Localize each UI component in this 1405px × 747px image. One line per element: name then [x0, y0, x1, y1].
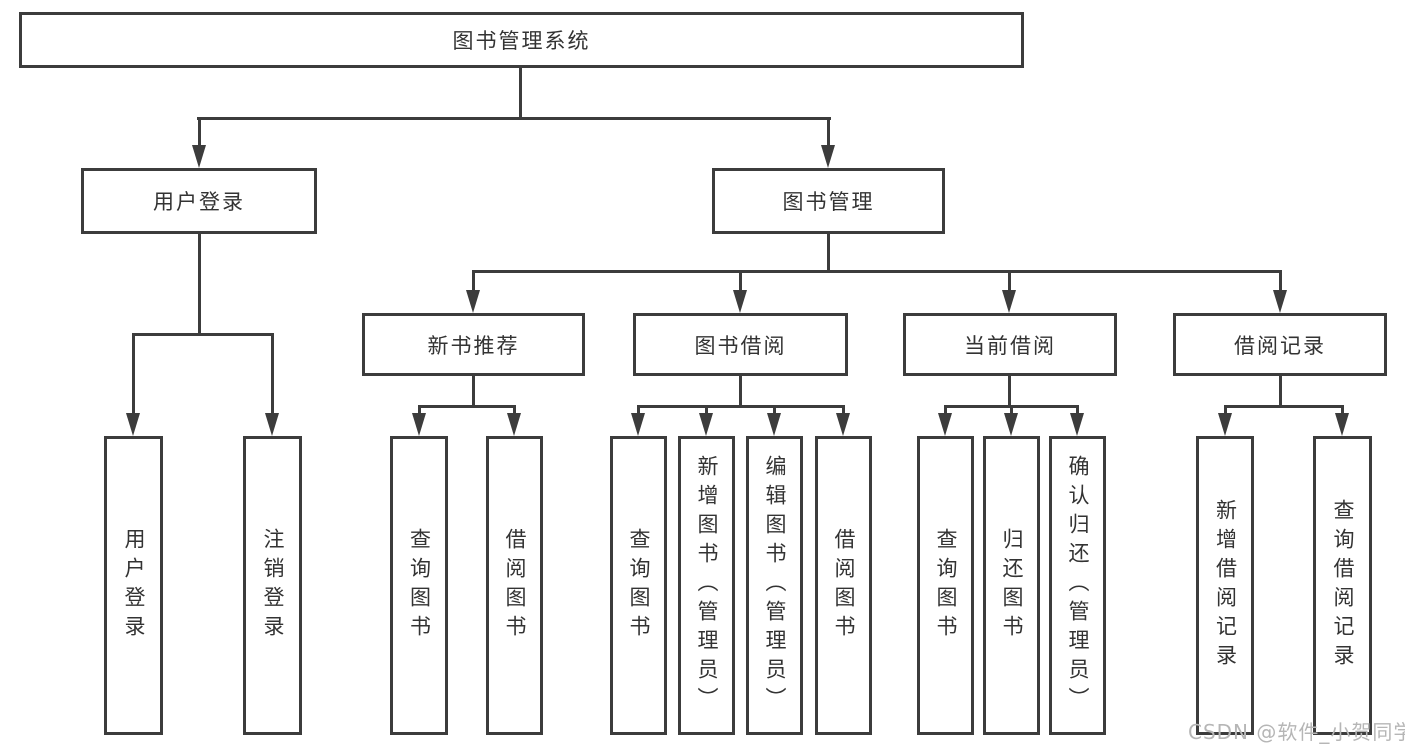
- connector-line: [637, 405, 640, 417]
- node-borrow-record: 借阅记录: [1173, 313, 1387, 376]
- leaf-add-borrow-record-label: 新增借阅记录: [1213, 498, 1238, 673]
- arrow-down-icon: [1335, 413, 1349, 436]
- node-current-borrow: 当前借阅: [903, 313, 1117, 376]
- leaf-query-book-borrow-label: 查询图书: [627, 527, 651, 644]
- leaf-user-login-label: 用户登录: [122, 527, 146, 644]
- arrow-down-icon: [412, 413, 426, 436]
- leaf-query-borrow-record-label: 查询借阅记录: [1331, 498, 1355, 673]
- node-user-login-label: 用户登录: [153, 190, 245, 214]
- node-root-label: 图书管理系统: [452, 29, 591, 53]
- leaf-query-book-current: 查询图书: [917, 436, 974, 735]
- connector-line: [519, 68, 522, 117]
- connector-line: [1010, 405, 1013, 417]
- leaf-query-book-recommend-label: 查询图书: [407, 527, 432, 644]
- connector-line: [1279, 270, 1282, 292]
- connector-line: [944, 405, 947, 417]
- connector-line: [472, 376, 475, 405]
- leaf-borrow-book-recommend: 借阅图书: [486, 436, 543, 735]
- connector-line: [472, 270, 475, 292]
- arrow-down-icon: [631, 413, 645, 436]
- node-new-book-recommend-label: 新书推荐: [427, 333, 520, 358]
- connector-line: [1279, 376, 1282, 405]
- leaf-user-login: 用户登录: [104, 436, 163, 735]
- connector-line: [418, 405, 421, 417]
- connector-line: [827, 234, 830, 270]
- connector-line: [513, 405, 516, 417]
- node-book-management: 图书管理: [712, 168, 945, 234]
- leaf-return-book: 归还图书: [983, 436, 1040, 735]
- node-borrow-record-label: 借阅记录: [1234, 333, 1326, 358]
- leaf-confirm-return-admin: 确认归还（管理员）: [1049, 436, 1106, 735]
- connector-line: [198, 117, 201, 147]
- node-book-management-label: 图书管理: [782, 190, 875, 214]
- leaf-logout: 注销登录: [243, 436, 302, 735]
- connector-line: [1224, 405, 1227, 417]
- leaf-edit-book-admin: 编辑图书（管理员）: [746, 436, 803, 735]
- arrow-down-icon: [265, 413, 279, 436]
- node-new-book-recommend: 新书推荐: [362, 313, 585, 376]
- connector-line: [271, 333, 274, 415]
- connector-line: [739, 270, 742, 292]
- connector-line: [472, 270, 1282, 273]
- node-root: 图书管理系统: [19, 12, 1024, 68]
- arrow-down-icon: [1070, 413, 1084, 436]
- arrow-down-icon: [507, 413, 521, 436]
- leaf-borrow-book-recommend-label: 借阅图书: [503, 527, 527, 644]
- arrow-down-icon: [699, 413, 713, 436]
- node-user-login: 用户登录: [81, 168, 317, 234]
- leaf-add-book-admin: 新增图书（管理员）: [678, 436, 735, 735]
- connector-line: [637, 405, 845, 408]
- leaf-query-book-current-label: 查询图书: [934, 527, 958, 644]
- connector-line: [1076, 405, 1079, 417]
- leaf-add-borrow-record: 新增借阅记录: [1196, 436, 1254, 735]
- arrow-down-icon: [821, 145, 835, 168]
- connector-line: [827, 117, 830, 147]
- connector-line: [1008, 376, 1011, 405]
- arrow-down-icon: [1004, 413, 1018, 436]
- connector-line: [773, 405, 776, 417]
- leaf-add-book-admin-label: 新增图书（管理员）: [695, 455, 719, 716]
- arrow-down-icon: [836, 413, 850, 436]
- connector-line: [705, 405, 708, 417]
- connector-line: [1224, 405, 1344, 408]
- node-current-borrow-label: 当前借阅: [964, 333, 1056, 358]
- leaf-borrow-book-label: 借阅图书: [832, 527, 856, 644]
- arrow-down-icon: [466, 290, 480, 313]
- arrow-down-icon: [733, 290, 747, 313]
- connector-line: [132, 333, 274, 336]
- connector-line: [1008, 270, 1011, 292]
- connector-line: [418, 405, 516, 408]
- connector-line: [842, 405, 845, 417]
- leaf-borrow-book: 借阅图书: [815, 436, 872, 735]
- connector-line: [739, 376, 742, 405]
- arrow-down-icon: [192, 145, 206, 168]
- arrow-down-icon: [1273, 290, 1287, 313]
- csdn-watermark: CSDN @软件_小贺同学: [1188, 720, 1405, 744]
- connector-line: [197, 117, 831, 120]
- leaf-return-book-label: 归还图书: [1000, 527, 1024, 644]
- connector-line: [132, 333, 135, 415]
- leaf-edit-book-admin-label: 编辑图书（管理员）: [763, 455, 787, 716]
- arrow-down-icon: [1218, 413, 1232, 436]
- leaf-query-borrow-record: 查询借阅记录: [1313, 436, 1372, 735]
- connector-line: [198, 234, 201, 333]
- leaf-confirm-return-admin-label: 确认归还（管理员）: [1066, 455, 1090, 716]
- arrow-down-icon: [1002, 290, 1016, 313]
- leaf-logout-label: 注销登录: [261, 527, 285, 644]
- connector-line: [1341, 405, 1344, 417]
- arrow-down-icon: [126, 413, 140, 436]
- arrow-down-icon: [767, 413, 781, 436]
- arrow-down-icon: [938, 413, 952, 436]
- leaf-query-book-recommend: 查询图书: [390, 436, 448, 735]
- node-book-borrow: 图书借阅: [633, 313, 848, 376]
- node-book-borrow-label: 图书借阅: [694, 333, 787, 358]
- leaf-query-book-borrow: 查询图书: [610, 436, 667, 735]
